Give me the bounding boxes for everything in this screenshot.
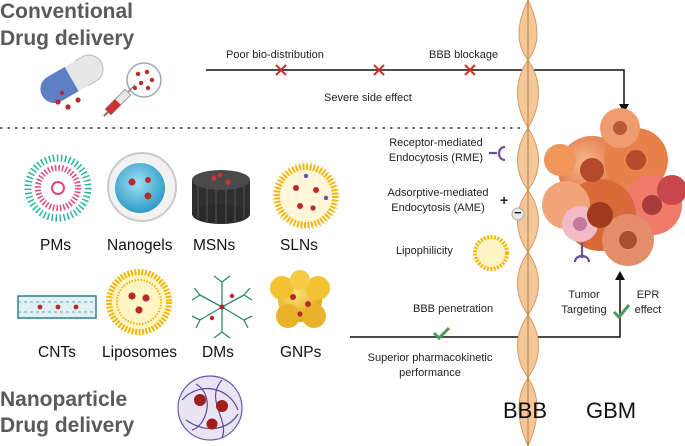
capsule-icon <box>40 54 104 110</box>
label-severe-side-effect: Severe side effect <box>324 92 412 104</box>
check-icon <box>432 326 451 341</box>
label-pms: PMs <box>40 237 71 254</box>
charge-icon <box>511 207 525 221</box>
label-dms: DMs <box>202 344 234 361</box>
label-ame-line1: Adsorptive-mediated <box>387 187 489 199</box>
dendrimer-icon <box>191 275 253 339</box>
label-rme-line1: Receptor-mediated <box>389 137 483 149</box>
nanogel-icon <box>107 152 177 222</box>
nanoparticle-title-line2: Drug delivery <box>0 414 135 437</box>
check-icon <box>612 304 631 320</box>
label-ame-line2: Endocytosis (AME) <box>391 202 485 214</box>
cross-icon <box>275 64 287 76</box>
msn-icon <box>192 170 250 224</box>
label-lipophilicity: Lipophilicity <box>396 245 453 257</box>
conventional-path-arrow <box>206 69 625 108</box>
cnt-icon <box>17 295 97 319</box>
label-gnps: GNPs <box>280 344 322 361</box>
nanoparticle-cluster-icon <box>177 375 243 441</box>
pm-micelle-icon <box>24 154 92 222</box>
label-pharmacokinetic-line1: Superior pharmacokinetic <box>367 352 493 364</box>
label-msns: MSNs <box>193 237 236 254</box>
label-targeting: Targeting <box>561 304 607 316</box>
label-epr: EPR <box>636 289 660 301</box>
label-bbb: BBB <box>503 398 548 423</box>
cross-icon <box>373 64 385 76</box>
syringe-drug-icon <box>103 62 162 117</box>
receptor-icon <box>489 145 506 162</box>
label-rme-line2: Endocytosis (RME) <box>388 152 484 164</box>
liposome-icon <box>106 269 172 335</box>
conventional-title-line1: Conventional <box>0 0 134 23</box>
sln-icon <box>272 162 340 230</box>
label-tumor: Tumor <box>568 289 600 301</box>
label-liposomes: Liposomes <box>102 344 177 361</box>
gbm-tumor <box>542 108 685 266</box>
label-slns: SLNs <box>280 237 318 254</box>
label-pharmacokinetic-line2: performance <box>399 367 461 379</box>
conventional-title-line2: Drug delivery <box>0 27 135 50</box>
label-nanogels: Nanogels <box>107 237 173 254</box>
label-gbm: GBM <box>586 398 637 423</box>
label-bbb-blockage: BBB blockage <box>429 49 499 61</box>
plus-charge-icon: + <box>500 192 509 208</box>
label-poor-bio-distribution: Poor bio-distribution <box>226 49 324 61</box>
label-effect: effect <box>634 304 662 316</box>
gnp-icon <box>270 270 330 328</box>
liposome-small-icon <box>473 235 509 271</box>
label-bbb-penetration: BBB penetration <box>413 303 494 315</box>
nanoparticle-title-line1: Nanoparticle <box>0 388 128 411</box>
minus-charge-icon: − <box>514 205 522 220</box>
cross-icon <box>464 64 476 76</box>
label-cnts: CNTs <box>38 344 76 361</box>
